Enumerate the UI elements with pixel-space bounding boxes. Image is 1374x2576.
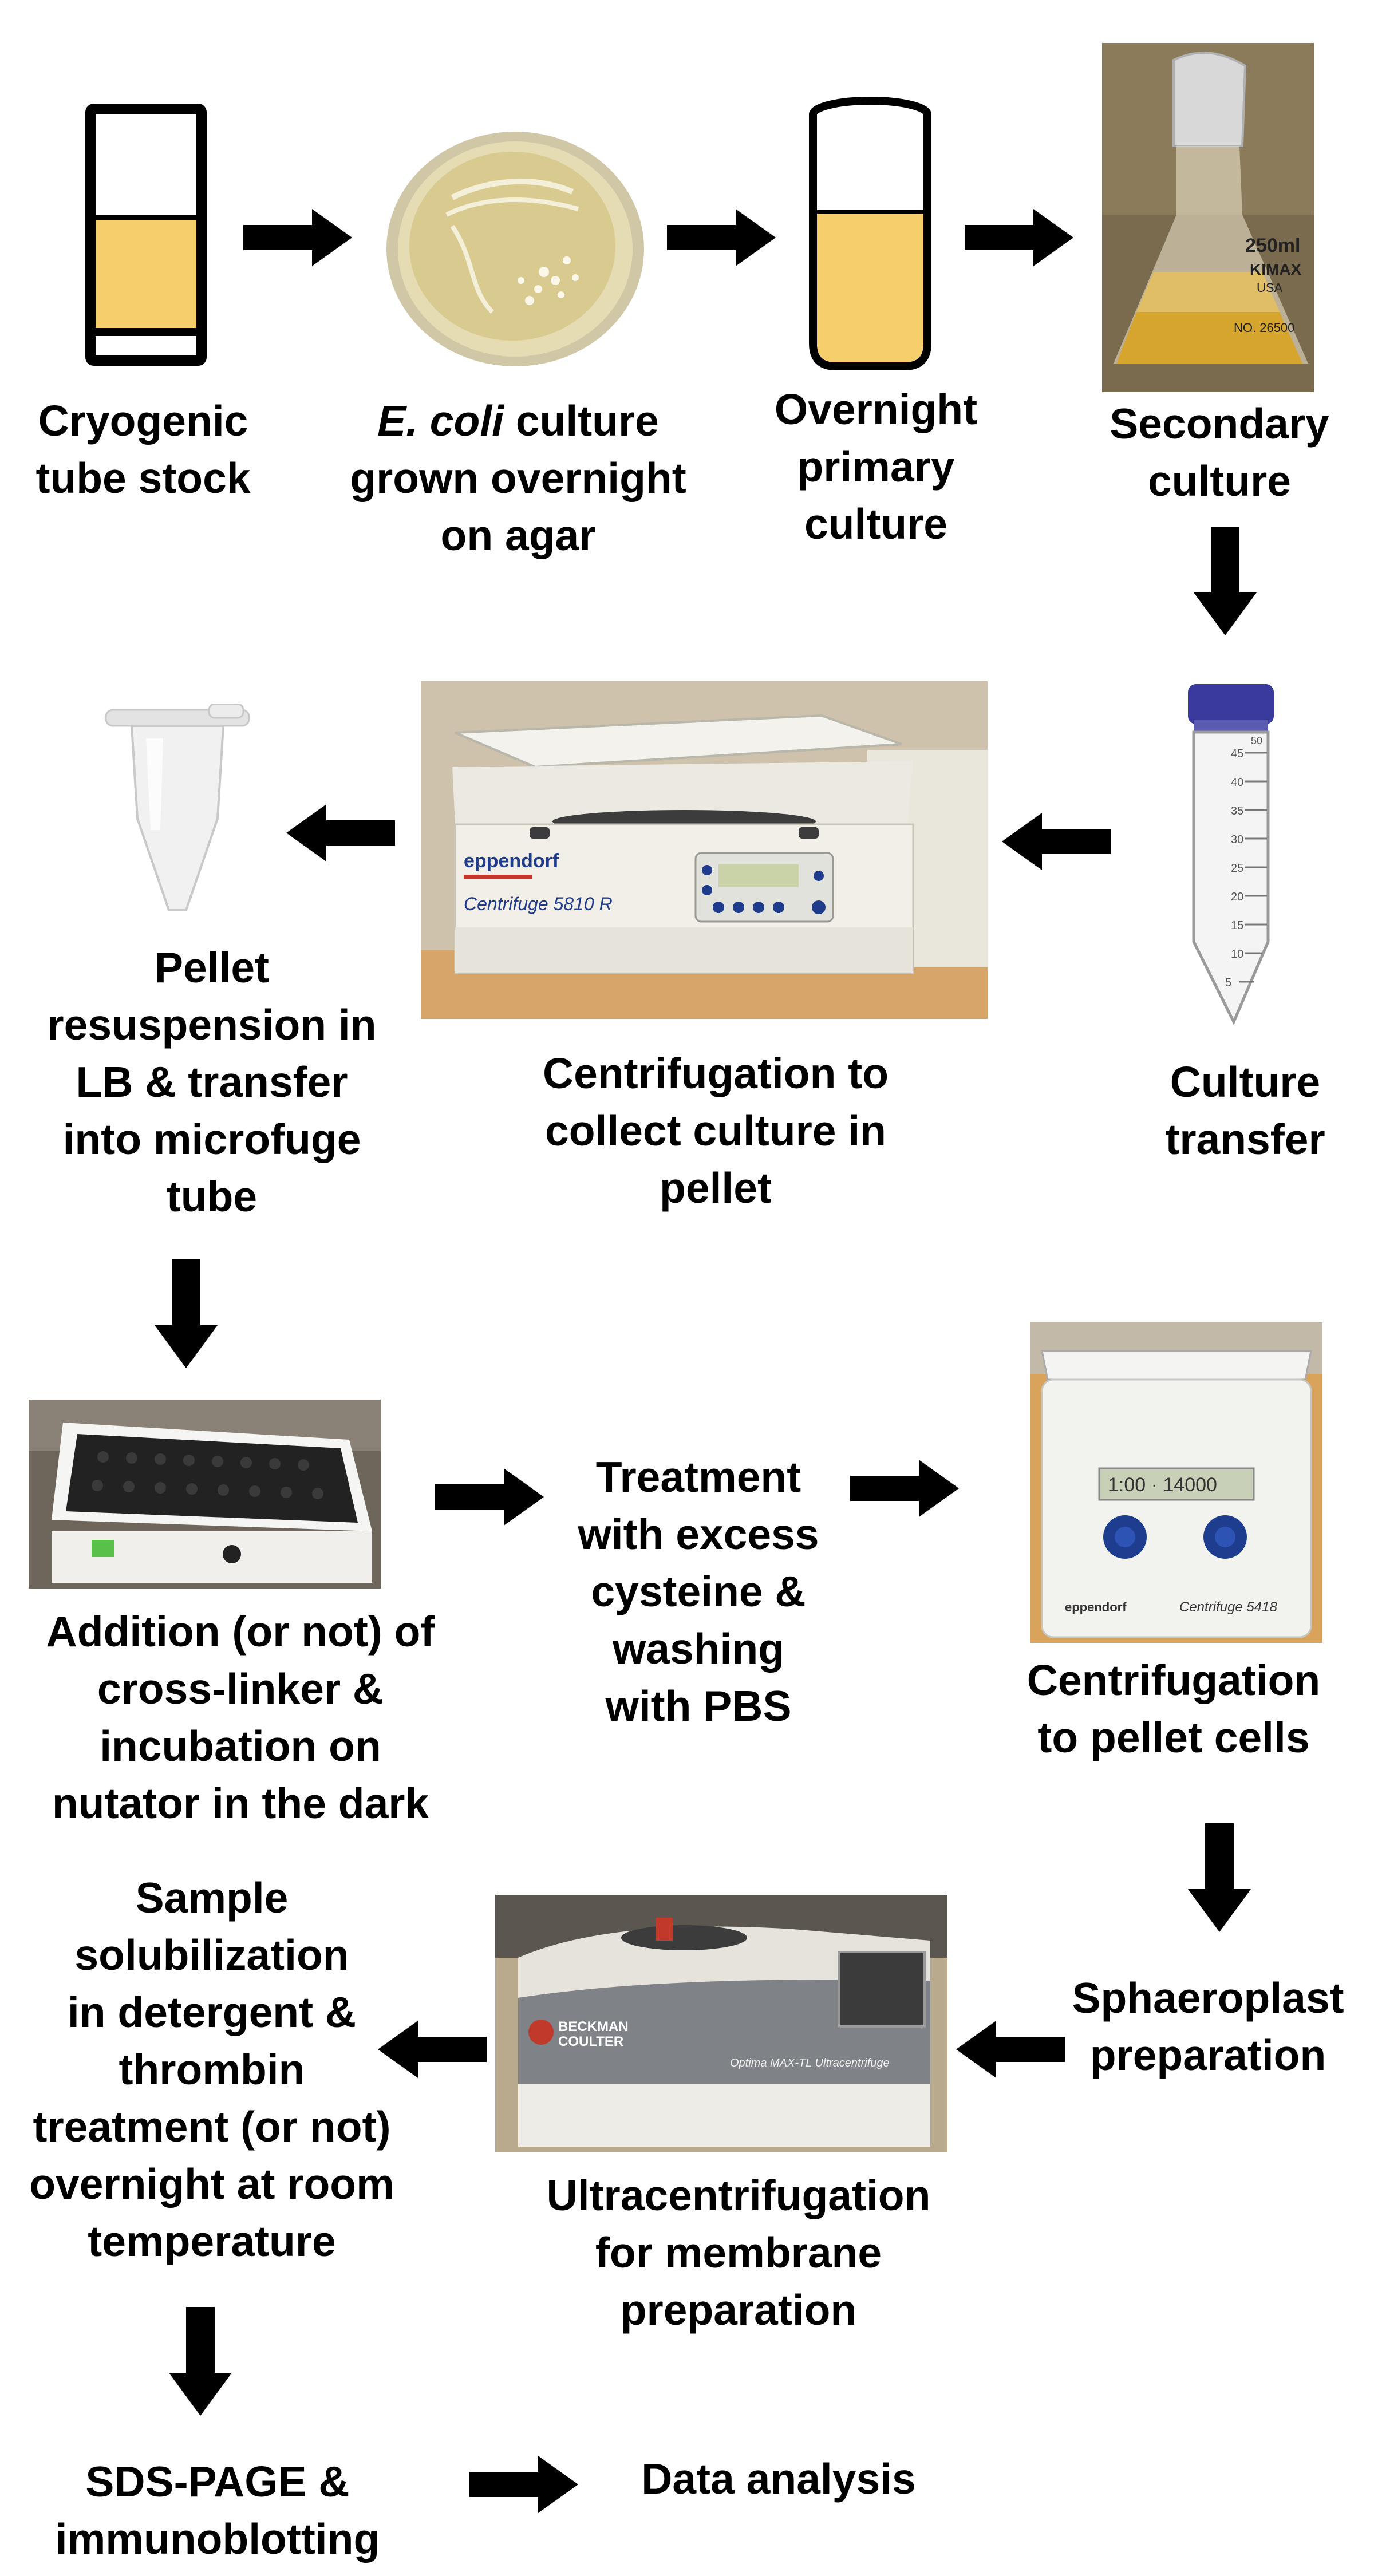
falcon-mark-10: 10 <box>1231 948 1243 961</box>
coulter-brand-text: COULTER <box>558 2034 623 2049</box>
arrow-down-4 <box>169 2307 232 2416</box>
centrifuge-model-text: Centrifuge 5810 R <box>464 894 613 914</box>
primary-culture-tube-icon <box>809 97 931 370</box>
label-sds-page-immunoblotting: SDS-PAGE &immunoblotting <box>55 2458 380 2563</box>
falcon-mark-20: 20 <box>1231 891 1243 903</box>
arrow-left-3 <box>956 2021 1065 2078</box>
ultracentrifuge-photo: BECKMAN COULTER Optima MAX-TL Ultracentr… <box>495 1895 947 2152</box>
flask-brand-text: KIMAX <box>1250 260 1302 278</box>
erlenmeyer-flask-photo: 250ml KIMAX USA NO. 26500 <box>1102 43 1314 392</box>
arrow-down-3 <box>1188 1823 1251 1932</box>
centrifuge-5418-photo: 1:00 · 14000 eppendorf Centrifuge 5418 <box>1030 1322 1322 1643</box>
falcon-mark-30: 30 <box>1231 833 1243 846</box>
falcon-mark-40: 40 <box>1231 776 1243 789</box>
minifuge-brand-text: eppendorf <box>1065 1600 1127 1614</box>
flask-volume-text: 250ml <box>1245 235 1300 256</box>
flask-country-text: USA <box>1257 280 1283 295</box>
arrow-left-1 <box>1002 813 1111 870</box>
falcon-tube-photo: 45 40 35 30 25 20 15 10 5 50 <box>1188 684 1274 1025</box>
ultracentrifuge-model-text: Optima MAX-TL Ultracentrifuge <box>730 2057 890 2069</box>
falcon-mark-5: 5 <box>1225 977 1231 989</box>
arrow-right-6 <box>469 2456 578 2513</box>
flask-number-text: NO. 26500 <box>1234 321 1294 335</box>
arrow-right-5 <box>850 1460 959 1517</box>
agar-plate-photo <box>386 132 644 366</box>
minifuge-model-text: Centrifuge 5418 <box>1179 1599 1277 1615</box>
arrow-left-2 <box>286 804 395 862</box>
falcon-mark-25: 25 <box>1231 862 1243 875</box>
minifuge-display-text: 1:00 · 14000 <box>1108 1474 1217 1496</box>
beckman-brand-text: BECKMAN <box>558 2019 629 2034</box>
arrow-left-4 <box>378 2021 487 2078</box>
eppendorf-brand-text: eppendorf <box>464 850 559 872</box>
centrifuge-5810r-photo: eppendorf Centrifuge 5810 R <box>421 681 988 1019</box>
falcon-mark-35: 35 <box>1231 805 1243 817</box>
cryogenic-tube-icon <box>85 104 207 366</box>
falcon-mark-45: 45 <box>1231 748 1243 760</box>
label-data-analysis: Data analysis <box>641 2455 916 2503</box>
arrow-right-2 <box>667 209 776 266</box>
falcon-mark-15: 15 <box>1231 919 1243 932</box>
nutator-photo <box>29 1400 381 1589</box>
arrow-down-2 <box>155 1259 218 1368</box>
arrow-right-3 <box>965 209 1073 266</box>
arrow-down-1 <box>1194 527 1257 635</box>
microfuge-tube-photo <box>105 704 250 911</box>
arrow-right-4 <box>435 1468 544 1526</box>
arrow-right-1 <box>243 209 352 266</box>
falcon-mark-50: 50 <box>1251 735 1262 746</box>
